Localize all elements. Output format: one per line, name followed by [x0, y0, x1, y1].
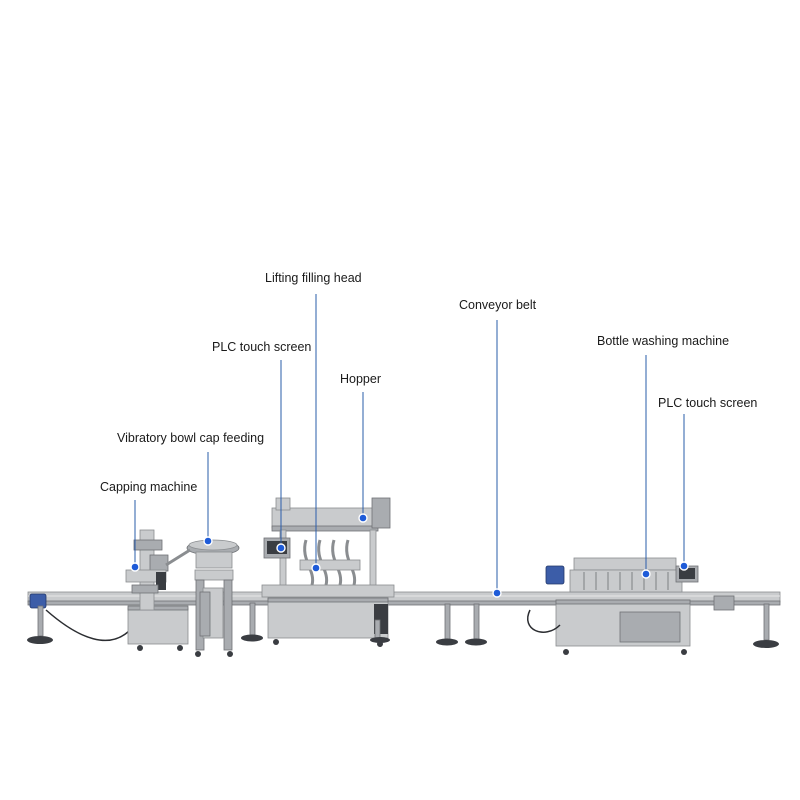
- callout-vibratory-bowl: [203, 452, 213, 546]
- conveyor-rail: [27, 591, 781, 606]
- vibratory-bowl-feeder: [165, 539, 240, 657]
- conveyor-stand-3: [465, 603, 487, 646]
- capping-machine: [125, 529, 189, 651]
- callout-hopper: [358, 392, 368, 523]
- label-bottle-washing-machine: Bottle washing machine: [597, 334, 730, 348]
- label-capping-machine: Capping machine: [100, 480, 198, 494]
- label-conveyor-belt: Conveyor belt: [459, 298, 537, 312]
- label-plc-touch-screen-left: PLC touch screen: [212, 340, 312, 354]
- label-plc-touch-screen-right: PLC touch screen: [658, 396, 758, 410]
- callout-bottle-washing-machine: [641, 355, 651, 579]
- callout-plc-touch-screen-right: [679, 414, 689, 571]
- callout-plc-touch-screen-left: [276, 360, 286, 553]
- bottle-washing-machine: [527, 557, 699, 655]
- callout-conveyor-belt: [492, 320, 502, 598]
- label-hopper: Hopper: [340, 372, 381, 386]
- callout-capping-machine: [130, 500, 140, 572]
- callout-lifting-filling-head: [311, 294, 321, 573]
- filling-machine: [261, 497, 395, 647]
- conveyor-stand-2: [436, 603, 458, 646]
- label-vibratory-bowl: Vibratory bowl cap feeding: [117, 431, 265, 445]
- label-lifting-filling-head: Lifting filling head: [265, 271, 362, 285]
- production-line-illustration: [27, 497, 781, 657]
- conveyor-end-motor-left: [27, 593, 53, 644]
- conveyor-stand-1: [241, 602, 263, 642]
- conveyor-end-right: [713, 595, 779, 648]
